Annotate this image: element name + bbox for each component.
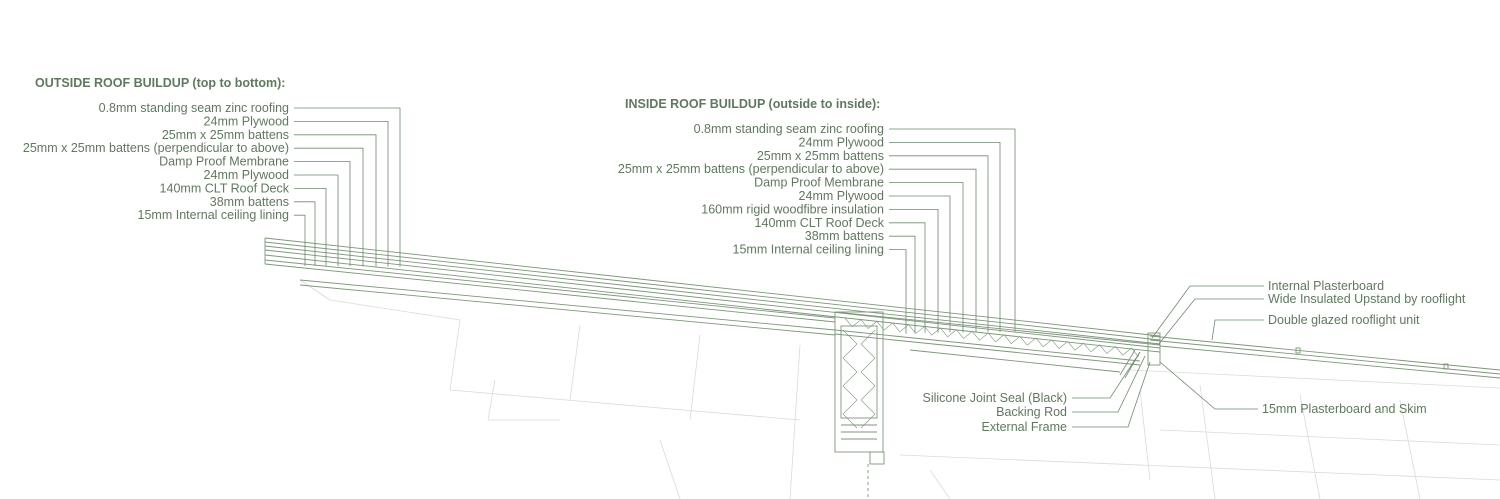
inside-layer-label-3: 25mm x 25mm battens <box>757 149 884 163</box>
outside-layer-leader-3 <box>294 134 377 267</box>
outside-layer-label-2: 24mm Plywood <box>204 114 289 128</box>
inside-layer-label-1: 0.8mm standing seam zinc roofing <box>694 122 884 136</box>
outside-layer-leader-9 <box>294 214 306 266</box>
inside-layer-leader-7 <box>889 208 939 333</box>
leader-wide-insulated-upstand <box>1157 298 1264 346</box>
inside-layer-label-8: 140mm CLT Roof Deck <box>755 216 885 230</box>
inside-layer-leader-6 <box>889 195 951 333</box>
outside-layer-label-6: 24mm Plywood <box>204 168 289 182</box>
inside-layer-leader-4 <box>889 168 977 333</box>
inside-layer-label-9: 38mm battens <box>805 229 884 243</box>
outside-layer-leader-4 <box>294 147 364 267</box>
outside-layer-label-8: 38mm battens <box>210 195 289 209</box>
outside-layer-leader-2 <box>294 121 389 267</box>
inside-layer-leader-5 <box>889 182 964 333</box>
inside-layer-leader-9 <box>889 235 916 334</box>
inside-layer-leader-1 <box>889 128 1016 333</box>
annotation-layer: OUTSIDE ROOF BUILDUP (top to bottom): 0.8… <box>23 76 1466 434</box>
outside-layer-leader-1 <box>294 107 401 267</box>
inside-layer-label-6: 24mm Plywood <box>799 189 884 203</box>
label-double-glazed-rooflight: Double glazed rooflight unit <box>1268 313 1420 327</box>
background-linework <box>299 279 1500 499</box>
inside-layer-label-4: 25mm x 25mm battens (perpendicular to ab… <box>618 162 884 176</box>
leader-plasterboard-and-skim <box>1159 361 1258 410</box>
outside-layer-leader-6 <box>294 174 339 266</box>
inside-layer-label-5: Damp Proof Membrane <box>754 176 884 190</box>
label-plasterboard-and-skim: 15mm Plasterboard and Skim <box>1262 402 1427 416</box>
outside-layer-label-9: 15mm Internal ceiling lining <box>138 208 290 222</box>
leader-double-glazed-rooflight <box>1211 319 1264 341</box>
outside-layer-label-3: 25mm x 25mm battens <box>162 128 289 142</box>
label-backing-rod: Backing Rod <box>996 405 1067 419</box>
outside-layer-label-7: 140mm CLT Roof Deck <box>160 181 290 195</box>
label-silicone-joint-seal: Silicone Joint Seal (Black) <box>922 391 1067 405</box>
rooflight <box>1119 332 1500 379</box>
outside-layer-leader-8 <box>294 201 316 266</box>
inside-buildup-heading: INSIDE ROOF BUILDUP (outside to inside): <box>625 97 880 111</box>
inside-layer-leader-8 <box>889 222 926 333</box>
inside-layer-leader-3 <box>889 155 989 333</box>
inside-layer-label-7: 160mm rigid woodfibre insulation <box>701 202 884 216</box>
inside-layer-label-10: 15mm Internal ceiling lining <box>733 243 885 257</box>
leader-silicone-joint-seal <box>1072 351 1141 399</box>
label-wide-insulated-upstand: Wide Insulated Upstand by rooflight <box>1268 292 1466 306</box>
roof-buildup-section <box>264 237 1161 373</box>
inside-layer-label-2: 24mm Plywood <box>799 135 884 149</box>
outside-layer-leader-7 <box>294 187 327 266</box>
outside-layer-label-4: 25mm x 25mm battens (perpendicular to ab… <box>23 141 289 155</box>
inside-layer-leader-2 <box>889 141 1001 332</box>
label-external-frame: External Frame <box>982 420 1067 434</box>
outside-layer-label-5: Damp Proof Membrane <box>159 155 289 169</box>
outside-buildup-heading: OUTSIDE ROOF BUILDUP (top to bottom): <box>35 76 285 90</box>
leader-backing-rod <box>1072 355 1146 413</box>
inside-layer-leader-10 <box>889 249 907 334</box>
wall-section <box>834 311 885 499</box>
leader-external-frame <box>1072 361 1151 428</box>
outside-layer-label-1: 0.8mm standing seam zinc roofing <box>99 101 289 115</box>
leader-internal-plasterboard <box>1151 285 1264 339</box>
label-internal-plasterboard: Internal Plasterboard <box>1268 279 1384 293</box>
outside-layer-leader-5 <box>294 161 351 267</box>
